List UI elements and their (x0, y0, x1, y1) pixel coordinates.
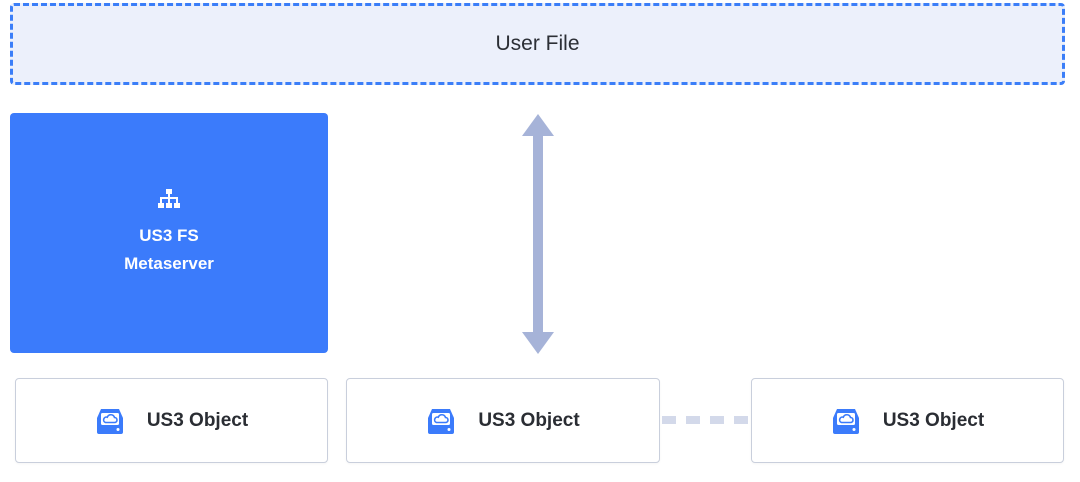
sitemap-icon (158, 189, 180, 208)
us3-object-label: US3 Object (478, 409, 580, 431)
us3-object-box: US3 Object (346, 378, 660, 463)
us3-object-box: US3 Object (15, 378, 328, 463)
us3-object-label: US3 Object (882, 409, 985, 431)
user-file-box: User File (10, 3, 1065, 85)
bidirectional-arrow (522, 114, 554, 354)
cloud-storage-icon (96, 408, 123, 434)
dashed-connector (662, 416, 748, 424)
metaserver-box: US3 FS Metaserver (10, 113, 328, 353)
us3-object-label: US3 Object (146, 409, 249, 431)
cloud-storage-icon (428, 408, 455, 434)
metaserver-title-line2: Metaserver (124, 254, 214, 273)
us3-object-box: US3 Object (751, 378, 1064, 463)
user-file-label: User File (495, 32, 580, 55)
cloud-storage-icon (832, 408, 859, 434)
metaserver-title-line1: US3 FS (139, 226, 199, 245)
